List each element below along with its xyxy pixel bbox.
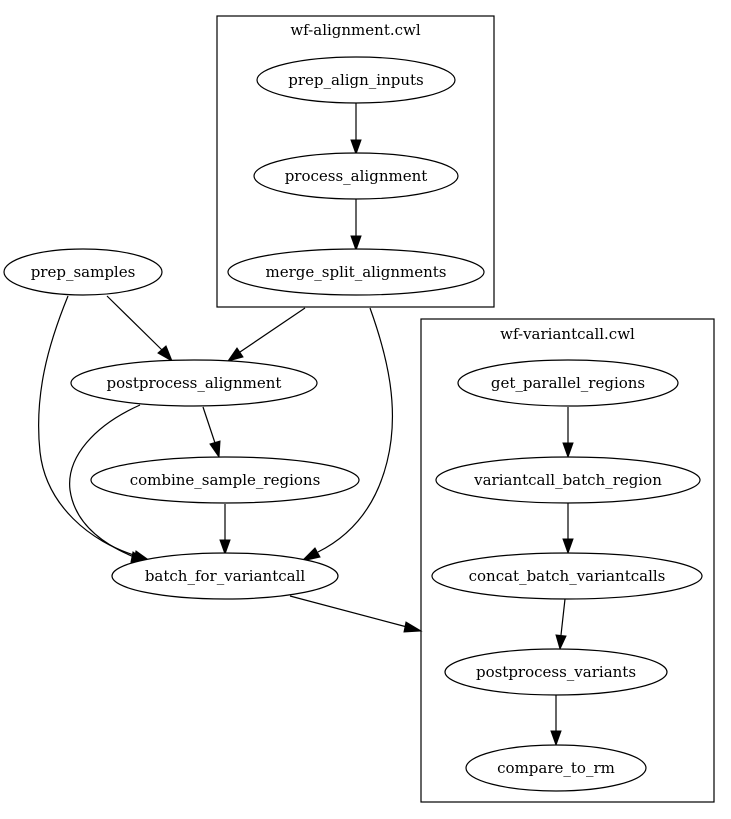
node-ellipse <box>111 552 339 600</box>
edge-prep-samples-to-batch-for-variantcall <box>38 295 138 557</box>
edge-wf-alignment-to-batch-for-variantcall <box>317 307 394 553</box>
node-ellipse <box>435 456 701 504</box>
arrowhead <box>562 442 574 459</box>
node-label: merge_split_alignments <box>266 263 447 281</box>
node-label: process_alignment <box>285 167 428 185</box>
edges <box>38 100 574 747</box>
node-label: compare_to_rm <box>497 759 615 777</box>
node-batch-for-variantcall[interactable]: batch_for_variantcall <box>111 552 339 600</box>
node-combine-sample-regions[interactable]: combine_sample_regions <box>90 456 360 504</box>
node-ellipse <box>70 359 318 407</box>
nodes: prep_align_inputs process_alignment merg… <box>3 56 703 792</box>
node-label: get_parallel_regions <box>491 374 645 392</box>
node-get-parallel-regions[interactable]: get_parallel_regions <box>457 359 679 407</box>
arrowhead <box>219 539 231 556</box>
node-variantcall-batch-region[interactable]: variantcall_batch_region <box>435 456 701 504</box>
node-ellipse <box>444 648 668 696</box>
cluster-wf-variantcall: wf-variantcall.cwl <box>420 318 715 803</box>
node-concat-batch-variantcalls[interactable]: concat_batch_variantcalls <box>431 552 703 600</box>
arrowhead <box>300 547 321 562</box>
arrowhead <box>226 347 244 362</box>
node-label: prep_samples <box>31 263 136 281</box>
node-label: postprocess_alignment <box>107 374 282 392</box>
node-compare-to-rm[interactable]: compare_to_rm <box>465 744 647 792</box>
arrowhead <box>350 139 362 156</box>
arrowhead <box>403 621 423 633</box>
edge-concat-batch-variantcalls-to-postprocess-variants <box>560 598 566 636</box>
arrowhead <box>555 634 567 651</box>
node-label: combine_sample_regions <box>130 471 321 489</box>
cluster-wf-alignment-box <box>216 15 495 308</box>
cluster-wf-alignment-label: wf-alignment.cwl <box>290 21 421 39</box>
cluster-wf-variantcall-box <box>420 318 715 803</box>
node-label: batch_for_variantcall <box>145 567 306 585</box>
arrowhead <box>157 345 173 363</box>
arrowhead <box>562 538 574 555</box>
edge-postprocess-alignment-to-batch-for-variantcall <box>69 404 141 558</box>
node-prep-samples[interactable]: prep_samples <box>3 248 163 296</box>
arrowhead <box>550 730 562 747</box>
node-ellipse <box>253 152 459 200</box>
node-label: postprocess_variants <box>476 663 636 681</box>
node-ellipse <box>90 456 360 504</box>
node-prep-align-inputs[interactable]: prep_align_inputs <box>256 56 456 104</box>
node-ellipse <box>256 56 456 104</box>
node-ellipse <box>457 359 679 407</box>
edge-prep-samples-to-postprocess-alignment <box>106 295 163 351</box>
arrowhead <box>350 235 362 252</box>
edge-postprocess-alignment-to-combine-sample-regions <box>202 406 216 444</box>
node-process-alignment[interactable]: process_alignment <box>253 152 459 200</box>
node-postprocess-variants[interactable]: postprocess_variants <box>444 648 668 696</box>
node-ellipse <box>227 248 485 296</box>
node-ellipse <box>3 248 163 296</box>
node-label: variantcall_batch_region <box>473 471 662 489</box>
node-merge-split-alignments[interactable]: merge_split_alignments <box>227 248 485 296</box>
cluster-wf-variantcall-label: wf-variantcall.cwl <box>500 325 635 343</box>
node-ellipse <box>465 744 647 792</box>
edge-batch-for-variantcall-to-wf-variantcall <box>289 595 408 628</box>
node-label: prep_align_inputs <box>288 71 424 89</box>
edge-wf-alignment-to-postprocess-alignment <box>239 307 306 353</box>
node-ellipse <box>431 552 703 600</box>
node-label: concat_batch_variantcalls <box>469 567 666 585</box>
node-postprocess-alignment[interactable]: postprocess_alignment <box>70 359 318 407</box>
cluster-wf-alignment: wf-alignment.cwl <box>216 15 495 308</box>
arrowhead <box>209 440 221 459</box>
